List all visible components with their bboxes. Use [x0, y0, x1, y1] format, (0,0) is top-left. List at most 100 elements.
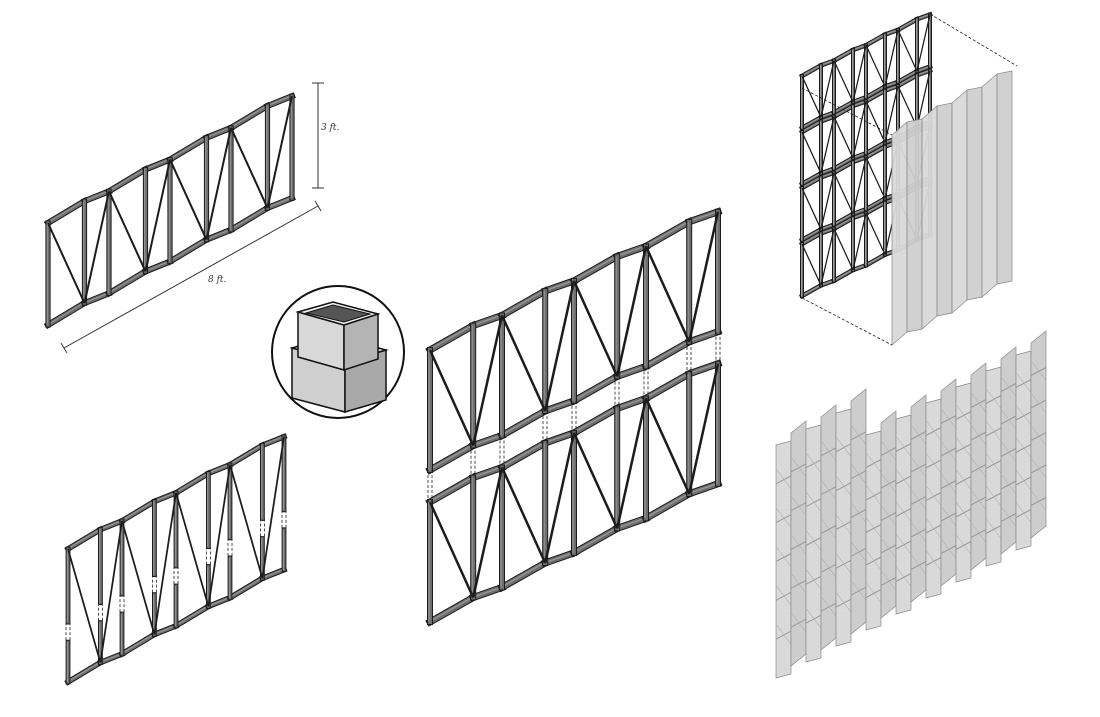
cladding-diagonal-line — [895, 501, 912, 522]
top-chord-segment-highlight — [66, 529, 100, 550]
corrugated-panel-facet — [891, 121, 908, 346]
diagonal-brace — [884, 85, 899, 143]
cladding-frame-line — [790, 502, 807, 512]
cladding-diagonal-line — [1015, 469, 1032, 491]
top-chord-segment-highlight — [572, 407, 617, 434]
bottom-chord-segment-highlight — [572, 527, 617, 554]
cladding-frame-line — [865, 556, 882, 566]
diagonal-brace — [428, 349, 475, 447]
cladding-frame-line — [940, 545, 957, 554]
diagonal-brace — [865, 213, 886, 255]
bottom-chord-segment-highlight — [687, 331, 717, 343]
cladding-frame-line — [790, 463, 807, 473]
corrugated-panel-facet — [951, 89, 968, 314]
top-chord-segment-highlight — [229, 105, 267, 129]
bottom-chord-segment-highlight — [687, 483, 717, 495]
diagonal-brace — [833, 172, 854, 215]
diagonal-brace — [833, 116, 854, 159]
cladding-frame-line — [910, 496, 927, 505]
cladding-diagonal-line — [970, 457, 987, 478]
cladding-frame-line — [895, 443, 912, 452]
cladding-frame-line — [955, 411, 972, 420]
cladding-frame-line — [955, 508, 972, 518]
top-chord-segment-highlight — [801, 232, 821, 245]
corrugated-panel-facet — [936, 102, 953, 317]
cladding-diagonal-line — [970, 489, 987, 511]
diagonal-brace — [820, 228, 835, 286]
top-chord-segment-highlight — [428, 476, 473, 503]
diagonal-brace — [916, 70, 931, 128]
bottom-chord-segment-highlight — [543, 400, 573, 412]
cladding-frame-line — [895, 508, 912, 517]
top-chord-segment — [167, 134, 210, 163]
bottom-chord-segment-highlight — [144, 261, 170, 272]
cladding-diagonal-line — [1000, 376, 1017, 397]
cladding-diagonal-line — [790, 495, 807, 516]
cladding-diagonal-line — [850, 424, 867, 446]
top-chord-segment-highlight — [801, 120, 821, 133]
diagonal-brace — [205, 127, 232, 240]
cladding-frame-line — [1015, 476, 1032, 486]
cladding-frame-line — [1000, 480, 1017, 490]
cladding-frame-line — [865, 524, 882, 533]
cladding-diagonal-line — [925, 517, 942, 539]
bottom-chord-segment-highlight — [66, 662, 100, 683]
corrugated-panel-facet — [921, 105, 938, 330]
corrugated-panel-facet — [966, 86, 983, 301]
top-chord-segment-highlight — [228, 444, 262, 466]
cladding-frame-line — [1030, 497, 1047, 506]
bottom-chord-segment-highlight — [615, 365, 645, 377]
diagonal-brace — [175, 492, 210, 607]
cladding-diagonal-line — [925, 452, 942, 474]
cladding-frame-line — [775, 630, 792, 640]
cladding-frame-line — [805, 575, 822, 585]
top-chord-segment-highlight — [174, 472, 208, 494]
cladding-frame-line — [940, 415, 957, 424]
cladding-frame-line — [835, 559, 852, 569]
cladding-diagonal-line — [865, 484, 882, 506]
cladding-frame-line — [910, 528, 927, 538]
cladding-frame-line — [850, 470, 867, 480]
diagonal-brace — [852, 45, 867, 103]
top-chord-segment-highlight — [833, 105, 853, 118]
cladding-frame-line — [1030, 399, 1047, 409]
bottom-chord-segment-highlight — [471, 586, 501, 599]
diagonal-brace — [83, 191, 110, 304]
cladding-diagonal-line — [850, 579, 867, 601]
top-chord-segment-highlight — [99, 520, 122, 531]
panel-projection-dash — [929, 13, 1018, 67]
cladding-diagonal-line — [820, 518, 837, 539]
bottom-chord-segment-highlight — [500, 410, 545, 436]
length-dimension-label: 8 ft. — [208, 275, 227, 285]
cladding-frame-line — [955, 541, 972, 550]
top-chord-segment-highlight — [500, 442, 545, 468]
top-chord-segment-highlight — [500, 290, 545, 316]
diagonal-brace — [572, 432, 619, 529]
cladding-diagonal-line — [1030, 392, 1047, 414]
cladding-frame-line — [1030, 464, 1047, 474]
bottom-chord-segment-highlight — [107, 270, 145, 294]
cladding-frame-line — [1000, 513, 1017, 522]
cladding-frame-line — [1015, 509, 1032, 518]
cladding-diagonal-line — [850, 463, 867, 484]
cladding-diagonal-line — [880, 440, 897, 461]
cladding-diagonal-line — [925, 420, 942, 441]
cladding-frame-line — [850, 431, 867, 441]
bottom-chord-segment — [167, 236, 210, 265]
cladding-frame-line — [985, 460, 1002, 469]
cladding-frame-line — [880, 544, 897, 554]
cladding-diagonal-line — [850, 502, 867, 523]
cladding-diagonal-line — [865, 582, 882, 603]
cladding-facet — [940, 378, 957, 587]
top-chord-segment-highlight — [471, 314, 501, 327]
panel-projection-dash — [801, 297, 893, 346]
single-frame-module-view — [43, 92, 296, 330]
cladding-diagonal-line — [970, 392, 987, 413]
cladding-diagonal-line — [880, 537, 897, 559]
top-chord-segment-highlight — [261, 436, 284, 446]
cladding-diagonal-line — [955, 436, 972, 458]
top-chord-segment-highlight — [120, 501, 154, 522]
cladding-diagonal-line — [1030, 490, 1047, 511]
cladding-frame-line — [835, 443, 852, 453]
